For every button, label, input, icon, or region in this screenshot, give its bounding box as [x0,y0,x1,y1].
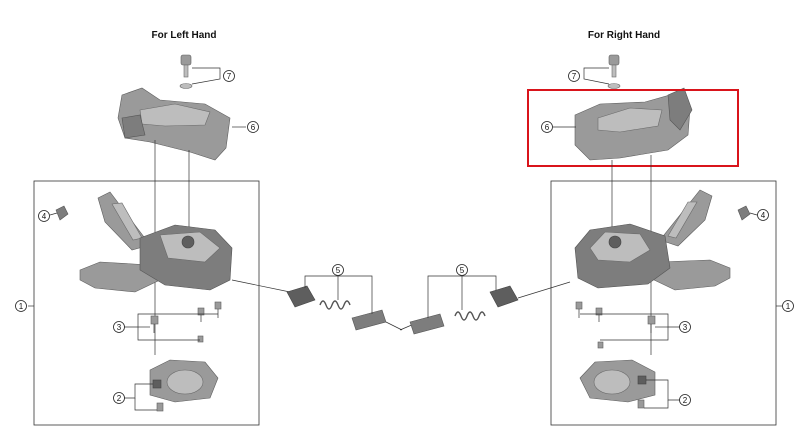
svg-text:2: 2 [683,396,688,405]
right-cable-adjuster-5 [399,281,571,335]
callout-2-left: 2 [113,383,157,411]
highlight-box-right-cover [527,89,739,167]
svg-text:6: 6 [545,123,550,132]
right-shifter-body [574,189,731,291]
right-assembly-frame [550,180,777,426]
callout-4-left: 4 [38,210,58,222]
svg-text:5: 5 [336,266,341,275]
right-screws-3 [575,301,656,349]
svg-text:3: 3 [683,323,688,332]
callout-4-right: 4 [749,209,769,221]
right-bolt-7 [607,54,621,89]
right-base-plate-2 [579,359,656,409]
right-cover-6 [574,87,693,161]
left-bolt-7 [179,54,193,89]
callout-1-left: 1 [15,300,34,312]
svg-text:6: 6 [251,123,256,132]
callout-7-left: 7 [191,67,235,85]
left-shifter-body [79,191,233,293]
svg-text:7: 7 [227,72,232,81]
callout-6-left: 6 [232,121,259,133]
left-base-plate-2 [149,359,219,412]
svg-text:1: 1 [19,302,24,311]
svg-text:2: 2 [117,394,122,403]
svg-text:7: 7 [572,72,577,81]
left-hand-title: For Left Hand [152,30,217,41]
svg-text:1: 1 [786,302,791,311]
svg-text:5: 5 [460,266,465,275]
callout-3-left: 3 [113,313,218,341]
right-cap-4 [737,205,751,221]
svg-text:4: 4 [42,212,47,221]
left-cap-4 [55,205,69,221]
callout-3-right: 3 [580,313,691,341]
svg-text:4: 4 [761,211,766,220]
callout-7-right: 7 [568,67,610,85]
callout-6-right: 6 [541,121,576,133]
callout-1-right: 1 [776,300,794,312]
svg-text:3: 3 [117,323,122,332]
left-screws-3 [150,301,222,343]
left-cover-6 [117,87,231,161]
right-hand-title: For Right Hand [588,30,660,41]
callout-5-right: 5 [427,264,497,318]
left-cable-adjuster-5 [231,279,403,331]
callout-5-left: 5 [304,264,373,314]
left-assembly-frame [33,180,260,426]
callout-2-right: 2 [644,379,691,409]
